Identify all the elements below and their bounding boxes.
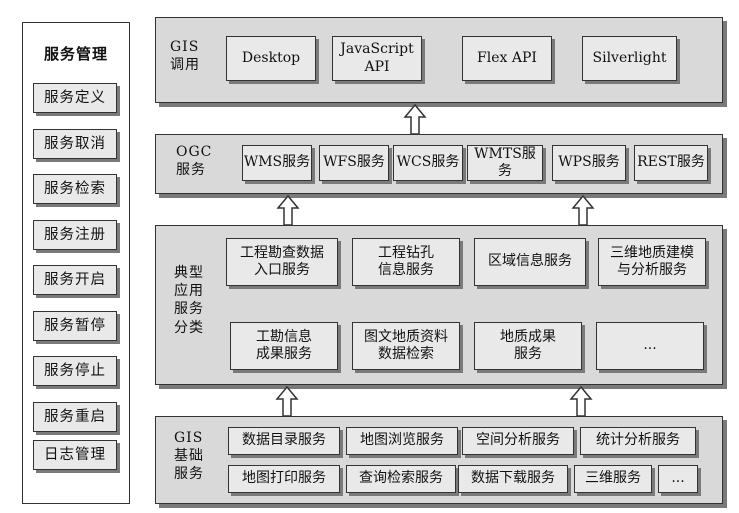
rest-service-node[interactable]: REST服务 <box>634 145 708 181</box>
data-download-service-node[interactable]: 数据下载服务 <box>458 465 568 493</box>
wfs-service-node[interactable]: WFS服务 <box>319 145 389 181</box>
3d-service-node[interactable]: 三维服务 <box>574 465 652 493</box>
sidebar-item-service-stop[interactable]: 服务停止 <box>33 356 117 386</box>
engineering-survey-entry-node[interactable]: 工程勘查数据 入口服务 <box>226 238 338 286</box>
typical-application-label: 典型 应用 服务 分类 <box>174 265 204 336</box>
wmts-service-node[interactable]: WMTS服务 <box>467 145 543 181</box>
regional-info-node[interactable]: 区域信息服务 <box>474 238 586 286</box>
sidebar-item-service-pause[interactable]: 服务暂停 <box>33 311 117 341</box>
statistical-analysis-service-node[interactable]: 统计分析服务 <box>580 427 696 455</box>
3d-geology-modeling-node[interactable]: 三维地质建模 与分析服务 <box>598 238 706 286</box>
arrow-typical-to-ogc-left <box>276 194 300 226</box>
map-browse-service-node[interactable]: 地图浏览服务 <box>346 427 458 455</box>
geology-result-service-node[interactable]: 地质成果 服务 <box>474 322 582 370</box>
spatial-analysis-service-node[interactable]: 空间分析服务 <box>462 427 574 455</box>
silverlight-node[interactable]: Silverlight <box>582 36 677 81</box>
more-basic-services-node[interactable]: ... <box>658 465 698 493</box>
gis-call-layer: GIS 调用 Desktop JavaScript API Flex API S… <box>155 17 723 103</box>
query-search-service-node[interactable]: 查询检索服务 <box>346 465 456 493</box>
ogc-service-label: OGC 服务 <box>176 144 213 179</box>
sidebar-item-service-register[interactable]: 服务注册 <box>33 220 117 250</box>
desktop-node[interactable]: Desktop <box>226 36 316 81</box>
engineering-borehole-info-node[interactable]: 工程钻孔 信息服务 <box>352 238 460 286</box>
sidebar-item-log-management[interactable]: 日志管理 <box>33 440 117 470</box>
more-typical-services-node[interactable]: ... <box>596 322 704 370</box>
wcs-service-node[interactable]: WCS服务 <box>393 145 463 181</box>
service-management-panel: 服务管理 服务定义 服务取消 服务检索 服务注册 服务开启 服务暂停 服务停止 … <box>22 22 130 504</box>
wps-service-node[interactable]: WPS服务 <box>552 145 626 181</box>
service-management-title: 服务管理 <box>43 45 108 63</box>
data-catalog-service-node[interactable]: 数据目录服务 <box>228 427 340 455</box>
sidebar-item-service-restart[interactable]: 服务重启 <box>33 402 117 432</box>
arrow-ogc-to-gis-call <box>403 103 427 135</box>
geology-document-search-node[interactable]: 图文地质资料 数据检索 <box>352 322 460 370</box>
flex-api-node[interactable]: Flex API <box>462 36 552 81</box>
wms-service-node[interactable]: WMS服务 <box>242 145 312 181</box>
sidebar-item-service-cancel[interactable]: 服务取消 <box>33 129 117 159</box>
map-print-service-node[interactable]: 地图打印服务 <box>228 465 340 493</box>
survey-result-service-node[interactable]: 工勘信息 成果服务 <box>230 322 338 370</box>
sidebar-item-service-define[interactable]: 服务定义 <box>33 83 117 113</box>
gis-call-label: GIS 调用 <box>170 39 200 74</box>
arrow-typical-to-ogc-right <box>571 194 595 226</box>
typical-application-layer: 典型 应用 服务 分类 工程勘查数据 入口服务 工程钻孔 信息服务 区域信息服务… <box>155 225 723 385</box>
gis-basic-service-label: GIS 基础 服务 <box>174 430 204 483</box>
arrow-basic-to-typical-right <box>569 385 593 417</box>
sidebar-item-service-start[interactable]: 服务开启 <box>33 265 117 295</box>
arrow-basic-to-typical-left <box>275 385 299 417</box>
ogc-service-layer: OGC 服务 WMS服务 WFS服务 WCS服务 WMTS服务 WPS服务 RE… <box>155 134 723 194</box>
gis-basic-service-layer: GIS 基础 服务 数据目录服务 地图浏览服务 空间分析服务 统计分析服务 地图… <box>155 416 723 504</box>
javascript-api-node[interactable]: JavaScript API <box>332 36 422 81</box>
sidebar-item-service-search[interactable]: 服务检索 <box>33 174 117 204</box>
